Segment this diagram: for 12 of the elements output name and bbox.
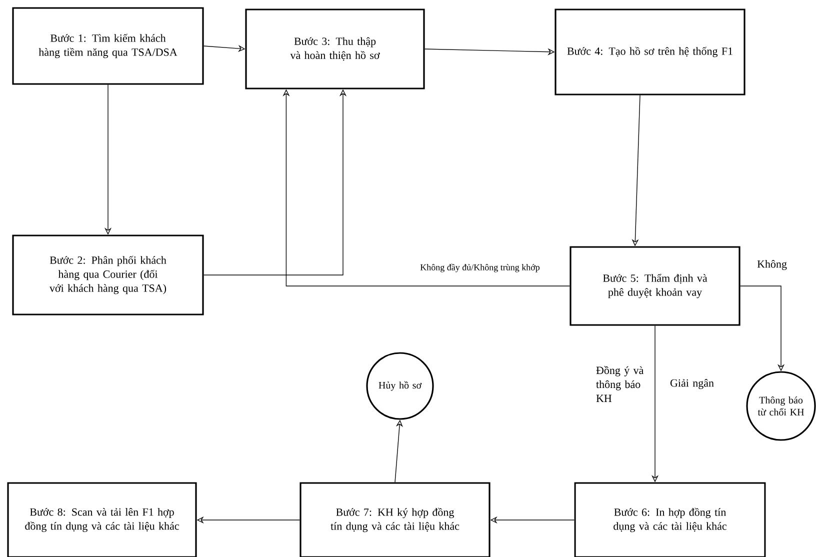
step-box: Bước 3: Thu thập và hoàn thiện hồ sơ (245, 8, 425, 90)
step-box: Bước 6: In hợp đồng tín dụng và các tài liệu khác (574, 482, 766, 557)
step-box: Bước 5: Thẩm định và phê duyệt khoản vay (570, 246, 740, 326)
step-box: Bước 4: Tạo hồ sơ trên hệ thống F1 (554, 8, 746, 96)
branch-label: Giải ngân (670, 378, 714, 389)
step-box: Bước 2: Phân phối khách hàng qua Courier (đối với khách hàng qua TSA) (12, 234, 204, 316)
edge-label: Không đầy đủ/Không trùng khớp (420, 264, 540, 272)
edge-label: Đồng ý và thông báo KH (596, 366, 644, 402)
step-box: Bước 7: KH ký hợp đồng tín dụng và các tài liệu khác (300, 482, 490, 557)
step-box: Bước 1: Tìm kiếm khách hàng tiềm năng qua TSA/DSA (12, 7, 204, 85)
edge-label: Không (757, 260, 787, 270)
step-box: Bước 8: Scan và tải lên F1 hợp đồng tín dụng và các tài liệu khác (7, 482, 197, 557)
